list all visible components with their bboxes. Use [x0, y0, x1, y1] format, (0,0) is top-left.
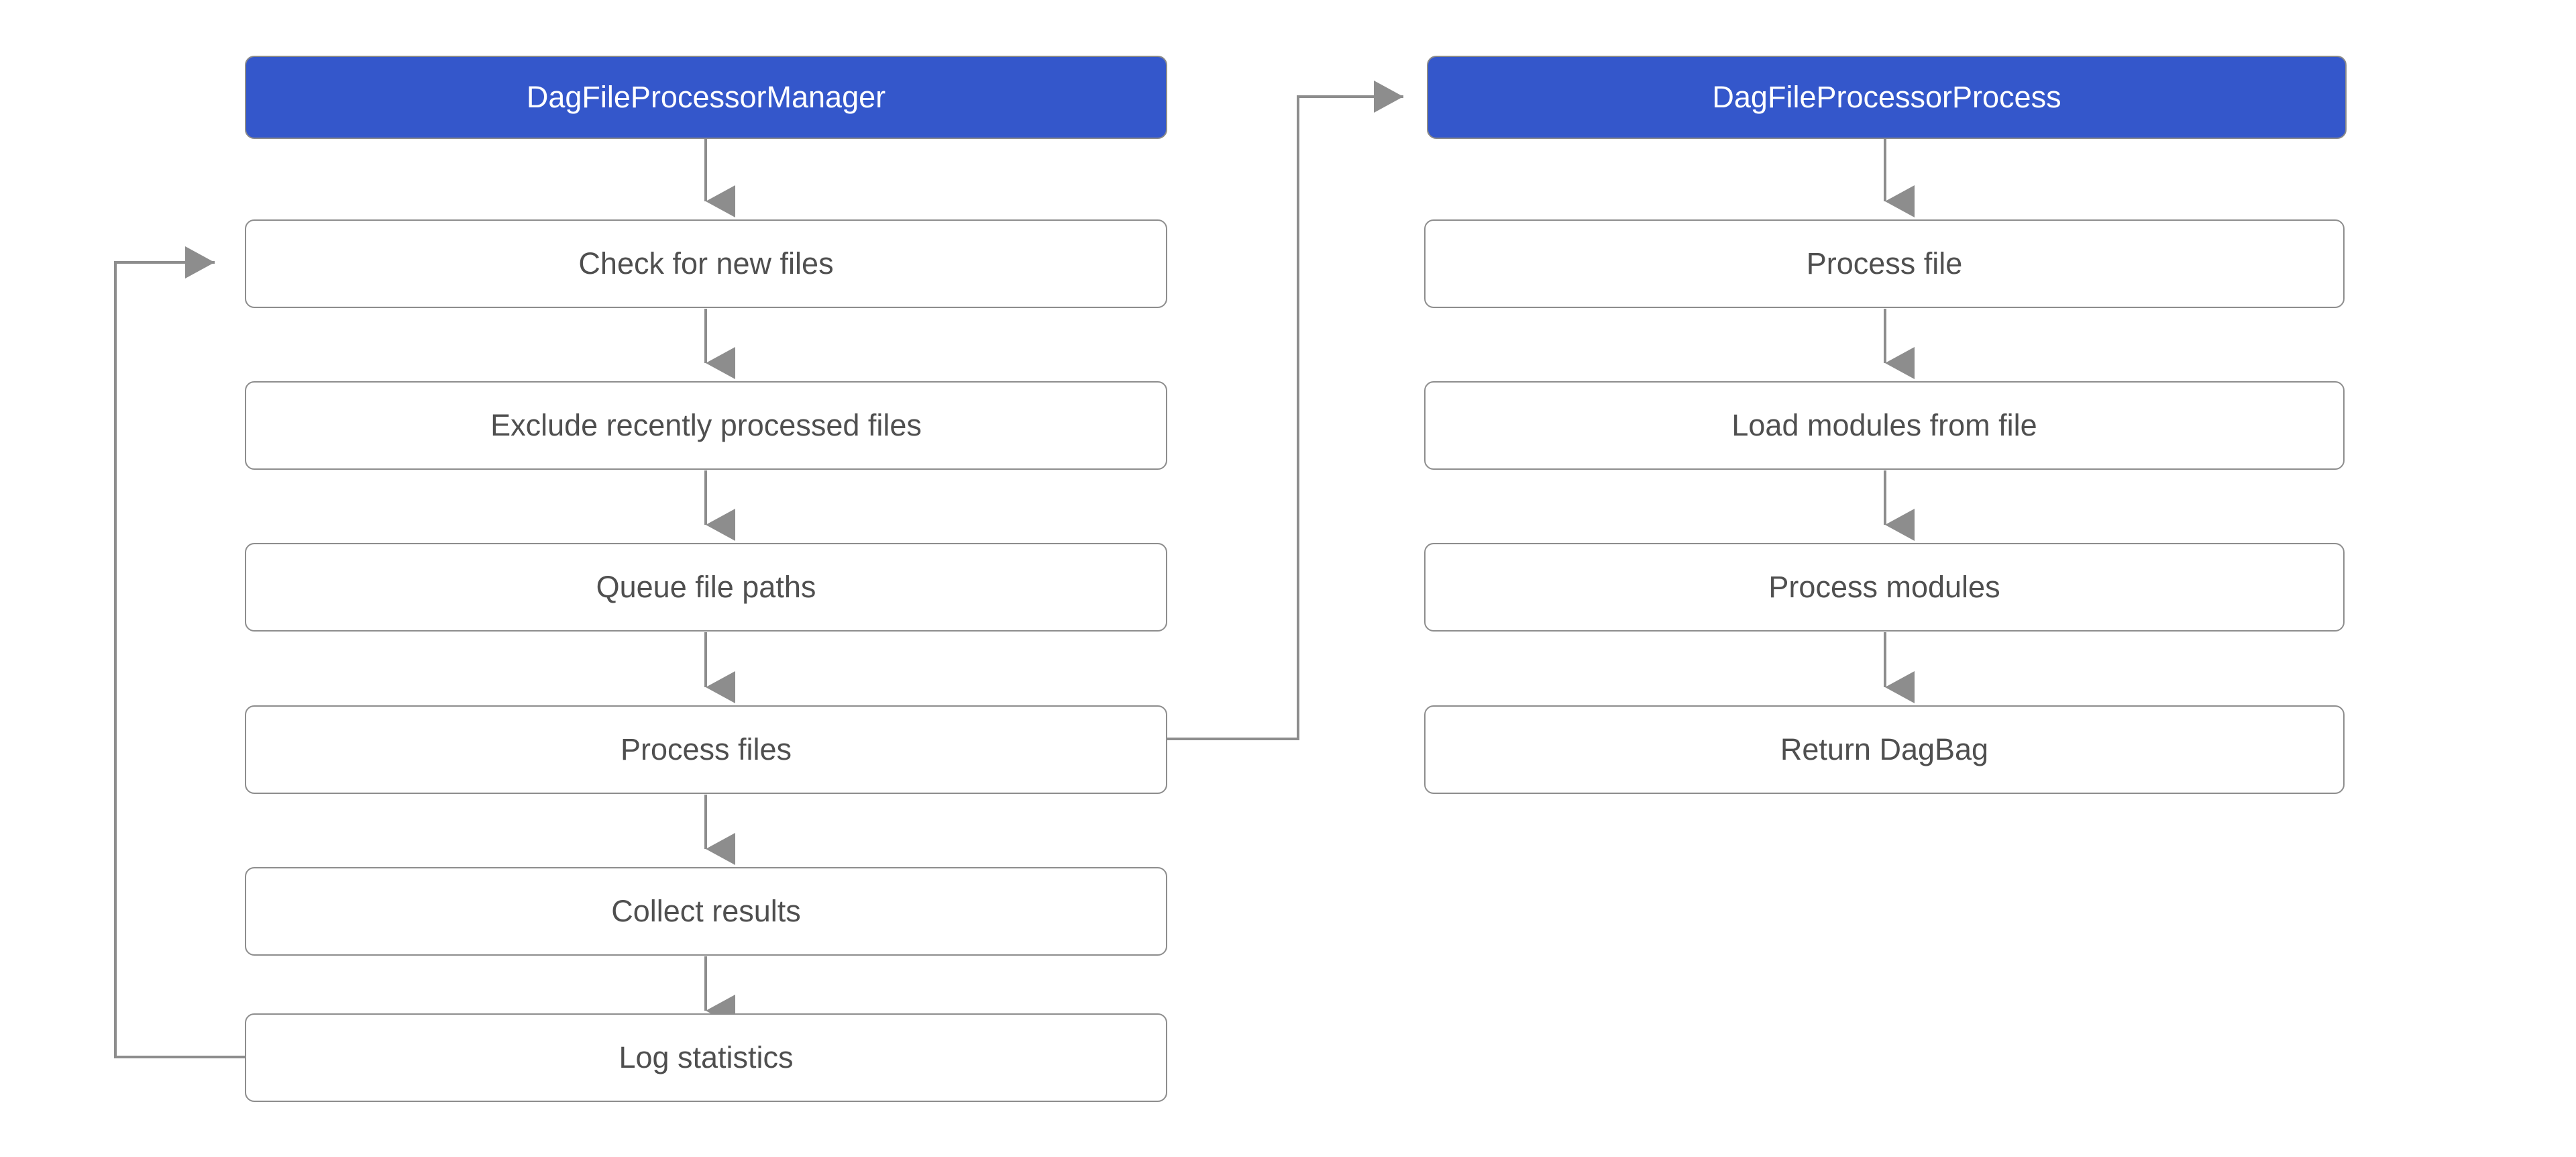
node-label-process-modules: Process modules: [1768, 570, 2000, 605]
node-label-exclude-recently-processed-files: Exclude recently processed files: [490, 408, 922, 443]
node-label-process-files: Process files: [620, 732, 792, 767]
node-label-load-modules-from-file: Load modules from file: [1731, 408, 2037, 443]
node-log-statistics[interactable]: Log statistics: [245, 1013, 1167, 1102]
node-label-queue-file-paths: Queue file paths: [596, 570, 816, 605]
node-collect-results[interactable]: Collect results: [245, 867, 1167, 956]
node-dag-file-processor-manager[interactable]: DagFileProcessorManager: [245, 56, 1167, 139]
node-return-dagbag[interactable]: Return DagBag: [1424, 705, 2345, 794]
node-label-process-file: Process file: [1806, 246, 1963, 281]
node-label-dag-file-processor-manager: DagFileProcessorManager: [526, 80, 886, 115]
node-load-modules-from-file[interactable]: Load modules from file: [1424, 381, 2345, 470]
node-process-files[interactable]: Process files: [245, 705, 1167, 794]
node-label-collect-results: Collect results: [611, 894, 801, 929]
edge-process-files-to-processor-process: [1167, 81, 1403, 740]
node-check-for-new-files[interactable]: Check for new files: [245, 219, 1167, 308]
node-label-return-dagbag: Return DagBag: [1780, 732, 1989, 767]
node-dag-file-processor-process[interactable]: DagFileProcessorProcess: [1427, 56, 2347, 139]
node-queue-file-paths[interactable]: Queue file paths: [245, 543, 1167, 632]
node-label-log-statistics: Log statistics: [619, 1040, 794, 1075]
node-process-file[interactable]: Process file: [1424, 219, 2345, 308]
node-process-modules[interactable]: Process modules: [1424, 543, 2345, 632]
node-label-check-for-new-files: Check for new files: [578, 246, 834, 281]
node-label-dag-file-processor-process: DagFileProcessorProcess: [1712, 80, 2061, 115]
edge-log-loop-back-to-check: [114, 246, 245, 1058]
node-exclude-recently-processed-files[interactable]: Exclude recently processed files: [245, 381, 1167, 470]
